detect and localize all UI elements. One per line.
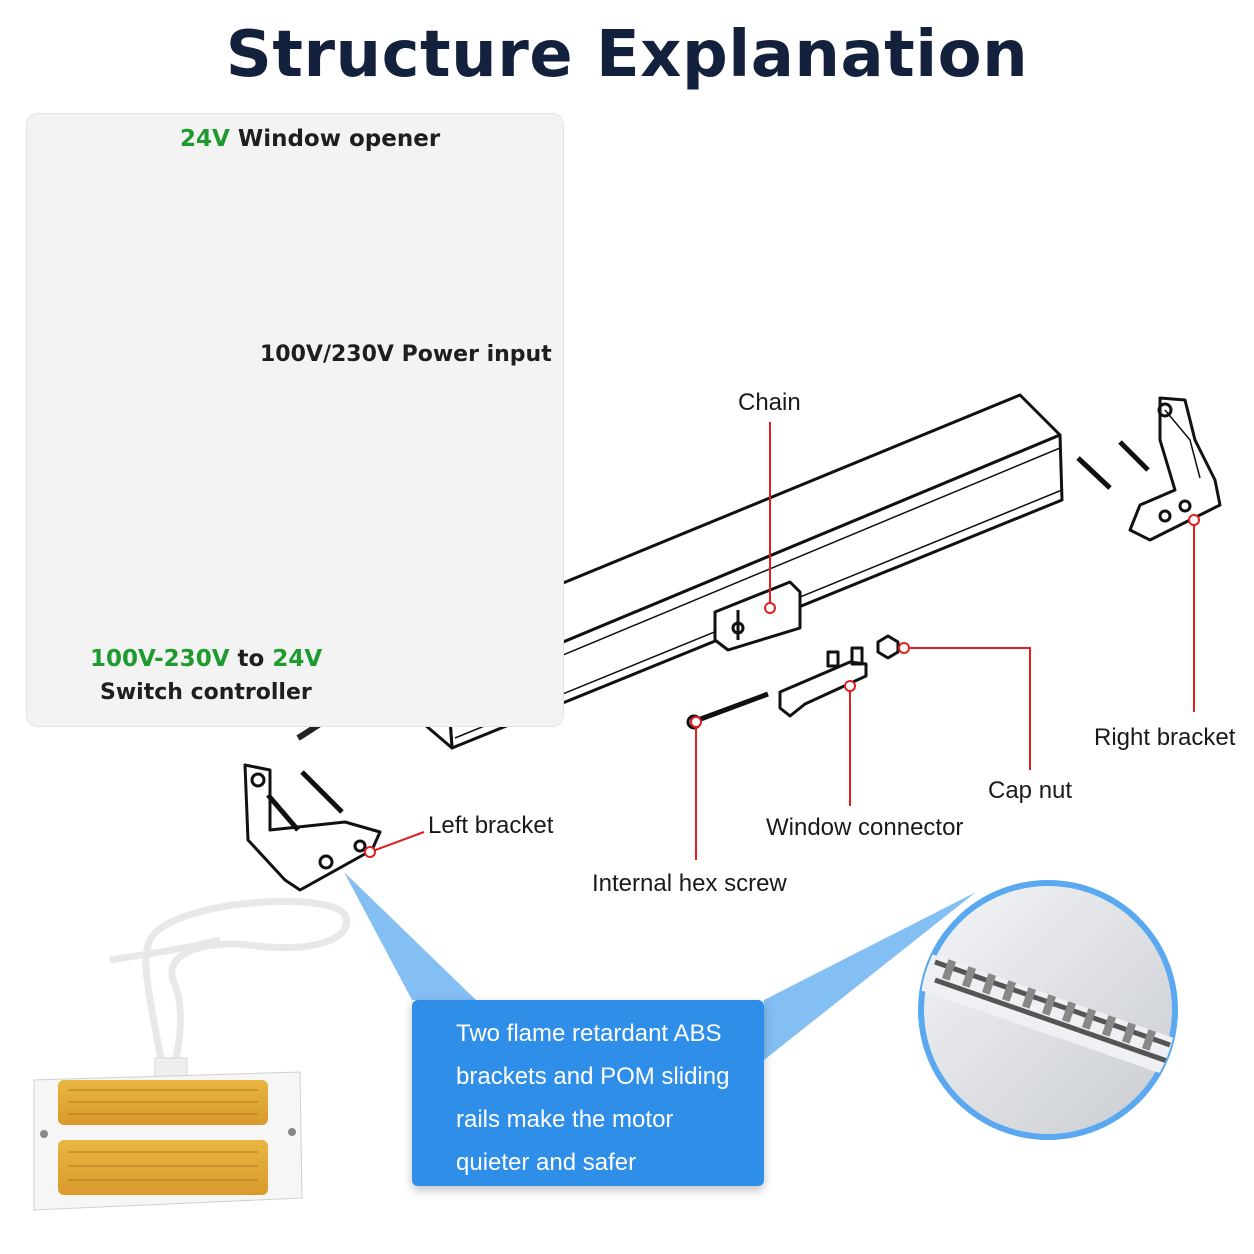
rain-sensor — [33, 897, 351, 1211]
switch-to: to — [237, 646, 265, 672]
kit-panel — [26, 113, 564, 727]
info-line: quieter and safer — [456, 1149, 637, 1176]
info-line: brackets and POM sliding — [456, 1063, 730, 1090]
switch-voltage-range: 100V-230V — [90, 646, 230, 672]
window-opener-label: 24V Window opener — [180, 126, 440, 152]
actuator-drawing — [243, 393, 1222, 892]
callout-cap-nut: Cap nut — [988, 777, 1073, 804]
info-line: rails make the motor — [456, 1106, 674, 1133]
info-text: Two flame retardant ABS brackets and POM… — [456, 1012, 756, 1184]
chain-zoom — [918, 880, 1178, 1140]
callout-lines — [364, 422, 1200, 860]
page-title: Structure Explanation — [225, 18, 1029, 92]
callout-chain: Chain — [738, 389, 801, 416]
switch-controller-label: Switch controller — [100, 680, 312, 705]
callout-internal-hex-screw: Internal hex screw — [592, 870, 787, 897]
info-line: Two flame retardant ABS — [456, 1020, 722, 1047]
opener-voltage: 24V — [180, 126, 230, 152]
beam-left — [344, 872, 476, 1000]
switch-voltage-out: 24V — [272, 646, 323, 672]
callout-left-bracket: Left bracket — [428, 812, 554, 839]
switch-voltage-label: 100V-230V to 24V — [90, 646, 322, 672]
beam-right — [764, 892, 976, 1060]
callout-right-bracket: Right bracket — [1094, 724, 1236, 751]
power-input-label: 100V/230V Power input — [260, 342, 552, 367]
opener-label: Window opener — [237, 126, 441, 152]
info-box: Two flame retardant ABS brackets and POM… — [412, 1000, 764, 1186]
callout-window-connector: Window connector — [766, 814, 964, 841]
